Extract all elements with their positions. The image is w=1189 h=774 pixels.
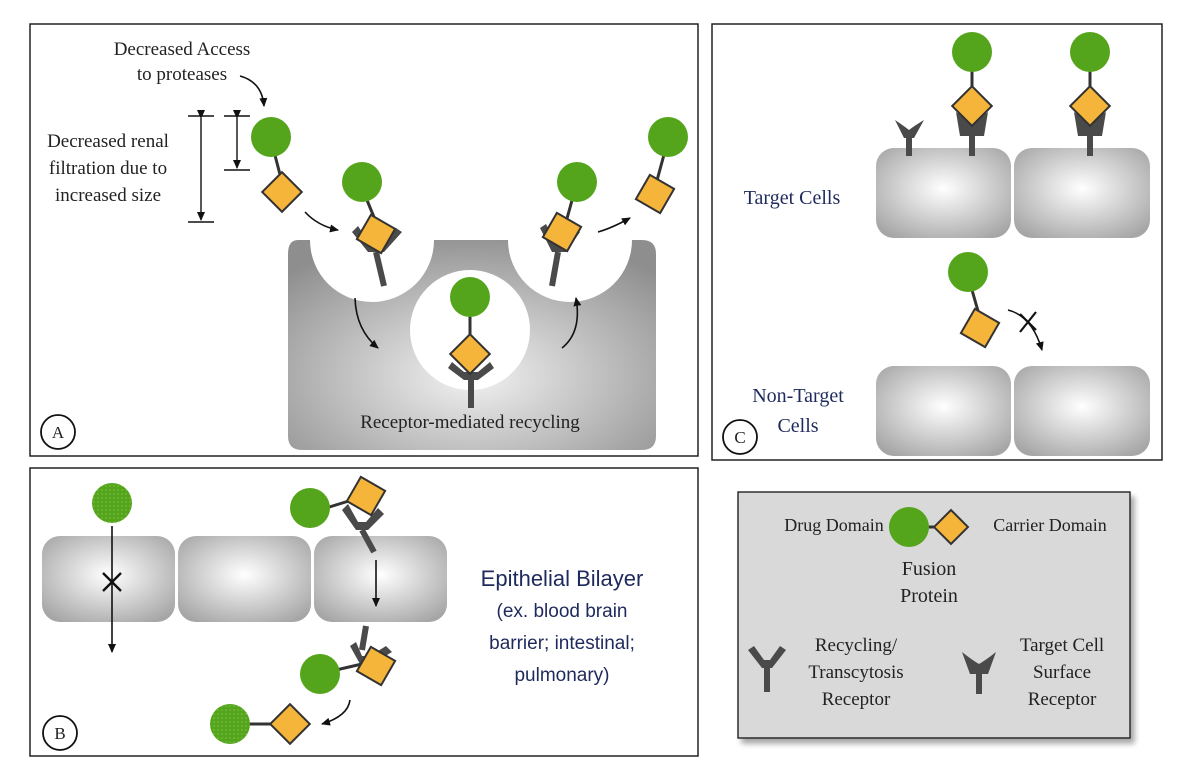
fusion-protein-free xyxy=(251,117,304,214)
fusion-protein-nontarget xyxy=(948,252,1001,349)
panel-a: Receptor-mediated recycling Decreased Ac… xyxy=(29,23,699,457)
fusion-protein-bound-right xyxy=(540,162,597,287)
legend-recycling-line3: Receptor xyxy=(822,689,891,710)
size-bracket-small xyxy=(224,110,250,171)
epithelial-title: Epithelial Bilayer xyxy=(481,566,644,591)
target-bound-1 xyxy=(950,32,994,156)
panel-b-badge xyxy=(42,715,78,751)
release-arrow xyxy=(597,217,631,233)
legend-recycling-line2: Transcytosis xyxy=(808,662,903,683)
fusion-protein-delivered xyxy=(210,702,312,746)
legend-carrier-domain: Carrier Domain xyxy=(993,515,1106,535)
panel-b: Epithelial Bilayer (ex. blood brain barr… xyxy=(29,467,699,757)
renal-label-line2: filtration due to xyxy=(49,158,167,179)
renal-label-line1: Decreased renal xyxy=(47,131,169,152)
nontarget-cell-1 xyxy=(876,366,1011,456)
legend-box xyxy=(737,491,1131,739)
epithelial-sub-line1: (ex. blood brain xyxy=(497,601,628,622)
release-arrow-b xyxy=(321,699,351,726)
fusion-protein-exiting xyxy=(300,625,397,694)
epithelial-sub-line2: barrier; intestinal; xyxy=(489,633,635,654)
drug-alone xyxy=(92,483,132,523)
target-receptor-empty xyxy=(895,120,924,156)
exocytosis-arrow xyxy=(561,297,582,349)
epithelial-sub-line3: pulmonary) xyxy=(514,665,609,686)
blocked-x-icon xyxy=(1019,311,1037,333)
target-bound-2 xyxy=(1068,32,1112,156)
legend-fusion-icon xyxy=(889,507,970,547)
blocked-x-icon xyxy=(102,572,122,592)
recycling-receptor-icon xyxy=(748,646,786,692)
target-cell-1 xyxy=(876,148,1011,238)
protease-label-line2: to proteases xyxy=(137,64,227,85)
renal-label-line3: increased size xyxy=(55,185,161,206)
panel-c-label: C xyxy=(734,428,745,447)
legend-target-line3: Receptor xyxy=(1028,689,1097,710)
nontarget-label-line1: Non-Target xyxy=(752,385,844,407)
panel-c-badge xyxy=(722,419,758,455)
legend-fusion-line2: Protein xyxy=(900,585,958,607)
legend-recycling-line1: Recycling/ xyxy=(815,635,898,656)
fusion-protein-released xyxy=(634,117,688,215)
panel-c: Target Cells Non-Target Cells C xyxy=(711,23,1163,461)
target-receptor-icon xyxy=(962,652,996,694)
legend: Drug Domain Carrier Domain Fusion Protei… xyxy=(737,491,1131,739)
fusion-protein-entering xyxy=(290,475,387,554)
legend-fusion-line1: Fusion xyxy=(902,558,956,580)
endocytosis-arrow xyxy=(354,297,379,349)
legend-target-line2: Surface xyxy=(1033,662,1091,683)
target-cells-label: Target Cells xyxy=(744,187,841,209)
fusion-protein-bound-left xyxy=(342,162,402,287)
target-cell-2 xyxy=(1014,148,1150,238)
panel-b-label: B xyxy=(54,724,65,743)
protease-arrow xyxy=(239,75,268,107)
fusion-protein-vesicle xyxy=(448,277,494,408)
legend-drug-domain: Drug Domain xyxy=(784,515,883,535)
nontarget-cell-2 xyxy=(1014,366,1150,456)
panel-a-label: A xyxy=(52,423,65,442)
panel-a-badge xyxy=(40,414,76,450)
epithelial-cell-2 xyxy=(178,536,311,622)
size-bracket-large xyxy=(188,110,214,223)
binding-arrow xyxy=(304,211,339,233)
epithelial-cell-3 xyxy=(314,536,447,622)
protease-label-line1: Decreased Access xyxy=(114,39,251,60)
nontarget-label-line2: Cells xyxy=(777,415,818,437)
recycling-label: Receptor-mediated recycling xyxy=(360,412,580,433)
legend-target-line1: Target Cell xyxy=(1020,635,1104,656)
